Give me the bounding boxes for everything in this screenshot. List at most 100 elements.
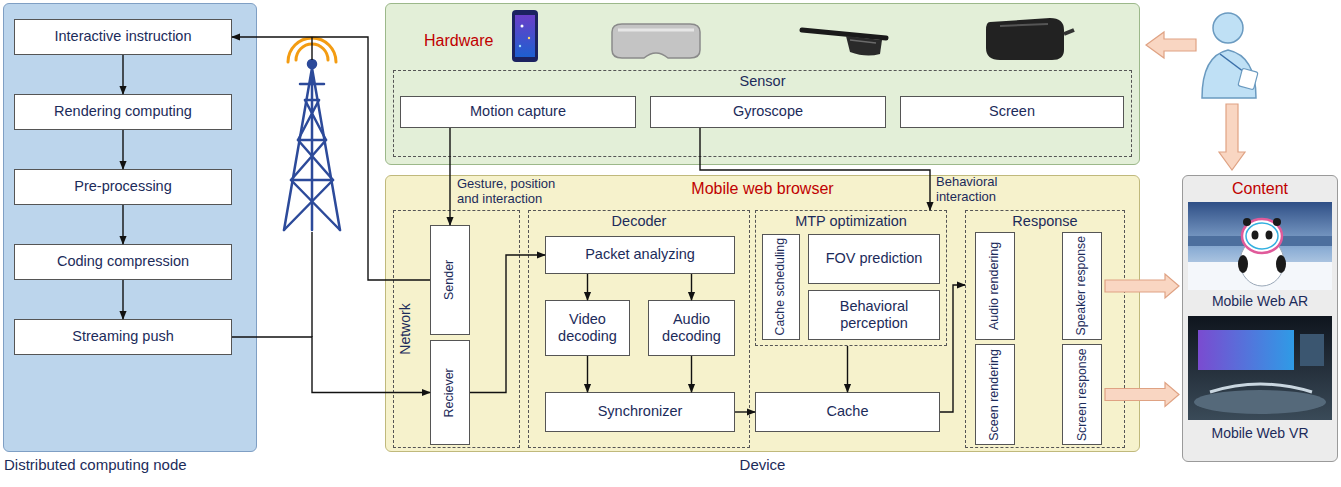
phone-icon [512, 10, 538, 62]
ar-scene-image [1252, 231, 1259, 240]
vr-scene-image [1188, 316, 1332, 420]
vr-headset-icon [1064, 30, 1074, 34]
box-label: Screen [989, 103, 1035, 120]
process-box: Interactive instruction [14, 19, 232, 55]
panel-caption: Device [386, 456, 1139, 473]
group-title: Response [966, 213, 1124, 229]
flow-arrow [691, 356, 692, 392]
user-figure [1213, 13, 1243, 43]
process-box: Packet analyzing [545, 236, 735, 274]
phone-icon [528, 37, 530, 39]
module-box: Speaker response [1062, 232, 1102, 340]
module-box: Cache scheduling [762, 234, 800, 340]
tower-downlink [311, 232, 312, 337]
vr-scene-image [1300, 334, 1324, 366]
decoder-group: DecoderPacket analyzingVideo decodingAud… [528, 210, 750, 448]
vr-scene-image [1198, 330, 1294, 370]
ar-scene-image [1188, 202, 1332, 290]
panel-caption: Distributed computing node [4, 456, 187, 473]
flow-arrow [122, 280, 123, 319]
ar-scene-image [1242, 219, 1282, 253]
module-box: Sceen rendering [975, 344, 1015, 445]
vr-headset-icon [1000, 24, 1048, 26]
radio-tower [284, 38, 340, 230]
flow-arrow [470, 255, 545, 393]
user-to-content-arrow [1219, 104, 1245, 170]
flow-arrow [122, 55, 123, 94]
vertical-label: Screen response [1075, 348, 1088, 441]
vr-scene-image [1194, 390, 1326, 414]
group-title: MTP optimization [756, 213, 946, 229]
process-box: Pre-processing [14, 169, 232, 205]
response-group: ResponseAudio rendering Speaker responseS… [965, 210, 1125, 448]
user-to-hardware-arrow [1146, 32, 1196, 58]
cache-box: Cache [755, 392, 940, 432]
box-label: Motion capture [470, 103, 566, 120]
cardboard-headset-icon [618, 29, 694, 32]
flow-arrow [122, 205, 123, 244]
flow-arrow [940, 285, 965, 412]
ar-scene-image [1276, 255, 1286, 273]
vertical-label: Sender [443, 260, 457, 300]
module-box: Reciever [430, 340, 470, 445]
ar-scene-image [1243, 218, 1251, 226]
box-label: Interactive instruction [54, 28, 191, 45]
flow-arrow [847, 346, 848, 392]
box-label: Behavioral perception [813, 298, 935, 333]
user-figure [1220, 54, 1244, 72]
group-title: Network [397, 303, 413, 354]
flow-arrow [232, 337, 430, 393]
box-label: Pre-processing [74, 178, 172, 195]
ar-scene-image [1246, 223, 1278, 249]
mtp-group: MTP optimizationCache scheduling FOV pred… [755, 210, 947, 346]
cardboard-headset-icon [612, 24, 700, 58]
module-box: Screen response [1062, 344, 1102, 445]
phone-icon [515, 15, 535, 57]
ar-scene-image [1238, 255, 1248, 273]
vr-scene-image [1210, 384, 1312, 392]
box-label: Gyroscope [733, 103, 803, 120]
flow-arrow [587, 274, 588, 300]
radio-tower [284, 68, 340, 230]
process-box: Coding compression [14, 244, 232, 280]
user-figure [1202, 13, 1258, 98]
smart-glasses-icon [802, 30, 886, 38]
box-label: Cache [827, 403, 869, 420]
network-group: Network SenderReciever [393, 210, 520, 448]
block-arrow [1105, 383, 1179, 407]
computing-node-panel: Distributed computing nodeInteractive in… [3, 3, 257, 452]
process-box: Video decoding [545, 300, 630, 356]
box-label: Streaming push [72, 328, 174, 345]
flow-arrow [700, 128, 930, 210]
flow-arrow [232, 37, 430, 280]
radio-tower [284, 100, 340, 230]
vertical-label: Reciever [443, 368, 457, 417]
process-box: Behavioral perception [808, 290, 940, 340]
box-label: FOV prediction [826, 250, 923, 267]
ar-scene-image [1266, 231, 1273, 240]
flow-arrow [122, 130, 123, 169]
vr-headset-icon [986, 18, 1064, 60]
panel-title: Content [1183, 180, 1337, 198]
edge-label: Behavioral interaction [936, 175, 1020, 205]
process-box: Synchronizer [545, 392, 735, 432]
radio-tower [288, 38, 336, 62]
flow-arrow [735, 411, 755, 412]
group-title: Decoder [529, 213, 749, 229]
module-box: Audio rendering [975, 232, 1015, 340]
flow-arrow [587, 356, 588, 392]
box-label: Coding compression [57, 253, 189, 270]
process-box: Streaming push [14, 319, 232, 355]
box-label: Packet analyzing [585, 246, 695, 263]
sensor-box: Screen [900, 96, 1124, 128]
device-panel: Mobile web browserDeviceNetworkSenderRec… [385, 175, 1140, 452]
box-label: Synchronizer [598, 403, 683, 420]
smart-glasses-icon [846, 36, 882, 56]
vertical-label: Audio rendering [988, 242, 1002, 330]
block-arrow [1105, 274, 1179, 298]
panel-title: Hardware [424, 32, 493, 50]
image-caption: Mobile Web VR [1183, 425, 1337, 441]
process-box: Rendering computing [14, 94, 232, 130]
ar-scene-image [1273, 218, 1281, 226]
